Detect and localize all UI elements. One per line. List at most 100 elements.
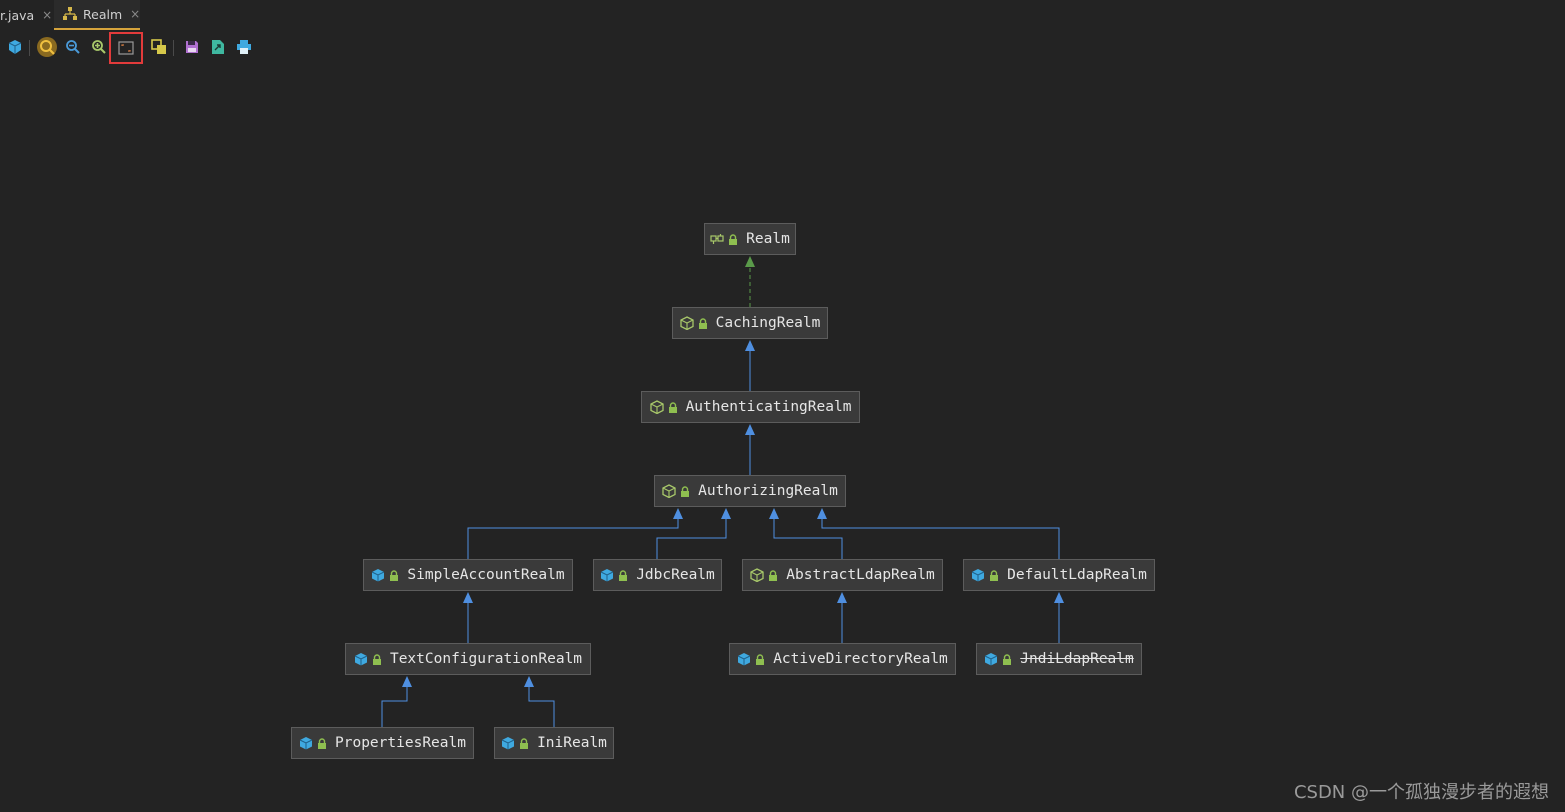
class-icon [737, 652, 755, 666]
arrow-head [745, 340, 755, 351]
edge-ini-to-textconfig [528, 686, 555, 727]
tab-realm[interactable]: Realm × [54, 0, 140, 30]
arrow-head [769, 508, 779, 519]
arrow-head [837, 592, 847, 603]
lock-icon [989, 569, 1007, 581]
print-button[interactable] [233, 36, 255, 58]
diagram-toolbar [0, 32, 300, 64]
abstract-class-icon [649, 400, 668, 414]
tab-label: Realm [83, 6, 123, 22]
node-label: SimpleAccountRealm [407, 567, 565, 583]
node-label: PropertiesRealm [335, 735, 466, 751]
lock-icon [698, 317, 716, 329]
diagram-node-ini[interactable]: IniRealm [494, 727, 614, 759]
tab-label: r.java [0, 7, 35, 23]
lock-icon [680, 485, 698, 497]
lock-icon [317, 737, 335, 749]
diagram-node-textconfig[interactable]: TextConfigurationRealm [345, 643, 591, 675]
node-label: Realm [746, 231, 790, 247]
export-icon [212, 40, 224, 54]
class-icon-button[interactable] [4, 36, 26, 58]
node-label: JdbcRealm [636, 567, 715, 583]
diagram-node-jndildap[interactable]: JndiLdapRealm [976, 643, 1142, 675]
lock-icon [668, 401, 686, 413]
print-icon [237, 40, 251, 54]
cube-icon [8, 40, 22, 54]
export-button[interactable] [207, 36, 229, 58]
diagram-node-authenticating[interactable]: AuthenticatingRealm [641, 391, 860, 423]
edge-jdbc-to-authorizing [656, 518, 727, 559]
diagram-node-jdbc[interactable]: JdbcRealm [593, 559, 722, 591]
node-label: IniRealm [537, 735, 607, 751]
node-label: JndiLdapRealm [1020, 651, 1134, 667]
arrow-head [463, 592, 473, 603]
diagram-node-activedirectory[interactable]: ActiveDirectoryRealm [729, 643, 956, 675]
abstract-class-icon [662, 484, 680, 498]
lock-icon [755, 653, 773, 665]
zoom-out-icon [66, 40, 80, 54]
edge-properties-to-textconfig [381, 686, 408, 727]
arrow-head [745, 256, 755, 267]
zoom-in-icon [92, 40, 106, 54]
edge-defaultldap-to-authorizing [821, 518, 1060, 559]
lock-icon [728, 233, 746, 245]
lock-icon [389, 569, 407, 581]
toolbar-separator [29, 40, 30, 56]
diagram-node-realm[interactable]: Realm [704, 223, 796, 255]
diagram-node-simpleaccount[interactable]: SimpleAccountRealm [363, 559, 573, 591]
zoom-out-button[interactable] [62, 36, 84, 58]
arrow-head [524, 676, 534, 687]
node-label: DefaultLdapRealm [1007, 567, 1147, 583]
lock-icon [768, 569, 786, 581]
node-label: CachingRealm [715, 315, 821, 331]
diagram-node-properties[interactable]: PropertiesRealm [291, 727, 474, 759]
save-button[interactable] [181, 36, 203, 58]
diagram-node-caching[interactable]: CachingRealm [672, 307, 828, 339]
node-label: AuthenticatingRealm [685, 399, 852, 415]
class-icon [299, 736, 317, 750]
abstract-class-icon [679, 316, 698, 330]
lock-icon [519, 737, 537, 749]
layout-button[interactable] [148, 36, 170, 58]
arrow-head [1054, 592, 1064, 603]
diagram-node-authorizing[interactable]: AuthorizingRealm [654, 475, 846, 507]
diagram-node-abstractldap[interactable]: AbstractLdapRealm [742, 559, 943, 591]
save-icon [186, 41, 198, 53]
class-icon [371, 568, 389, 582]
layout-icon [151, 39, 166, 54]
lock-icon [372, 653, 390, 665]
edge-abstractldap-to-authorizing [773, 518, 843, 559]
editor-tab-bar: r.java × Realm × [0, 0, 1565, 30]
zoom-in-button[interactable] [88, 36, 110, 58]
class-icon [984, 652, 1002, 666]
node-label: AbstractLdapRealm [786, 567, 935, 583]
arrow-head [745, 424, 755, 435]
lock-icon [618, 569, 636, 581]
close-icon[interactable]: × [42, 8, 53, 22]
lock-icon [1002, 653, 1020, 665]
hierarchy-icon [62, 6, 78, 22]
node-label: ActiveDirectoryRealm [773, 651, 948, 667]
arrow-head [402, 676, 412, 687]
node-label: AuthorizingRealm [698, 483, 838, 499]
interface-icon [710, 232, 728, 246]
class-icon [354, 652, 372, 666]
close-icon[interactable]: × [130, 7, 141, 21]
abstract-class-icon [750, 568, 768, 582]
class-icon [600, 568, 618, 582]
tab-r-java[interactable]: r.java × [0, 0, 52, 30]
toolbar-separator [173, 40, 174, 56]
watermark: CSDN @一个孤独漫步者的遐想 [1293, 782, 1549, 803]
class-icon [971, 568, 989, 582]
fit-content-button[interactable] [109, 32, 143, 64]
arrow-head [721, 508, 731, 519]
diagram-node-defaultldap[interactable]: DefaultLdapRealm [963, 559, 1155, 591]
actual-size-button[interactable] [36, 36, 58, 58]
node-label: TextConfigurationRealm [389, 651, 583, 667]
edge-simpleaccount-to-authorizing [467, 518, 679, 559]
arrow-head [673, 508, 683, 519]
zoom-actual-icon [37, 37, 57, 57]
arrow-head [817, 508, 827, 519]
fit-content-icon [118, 41, 134, 55]
